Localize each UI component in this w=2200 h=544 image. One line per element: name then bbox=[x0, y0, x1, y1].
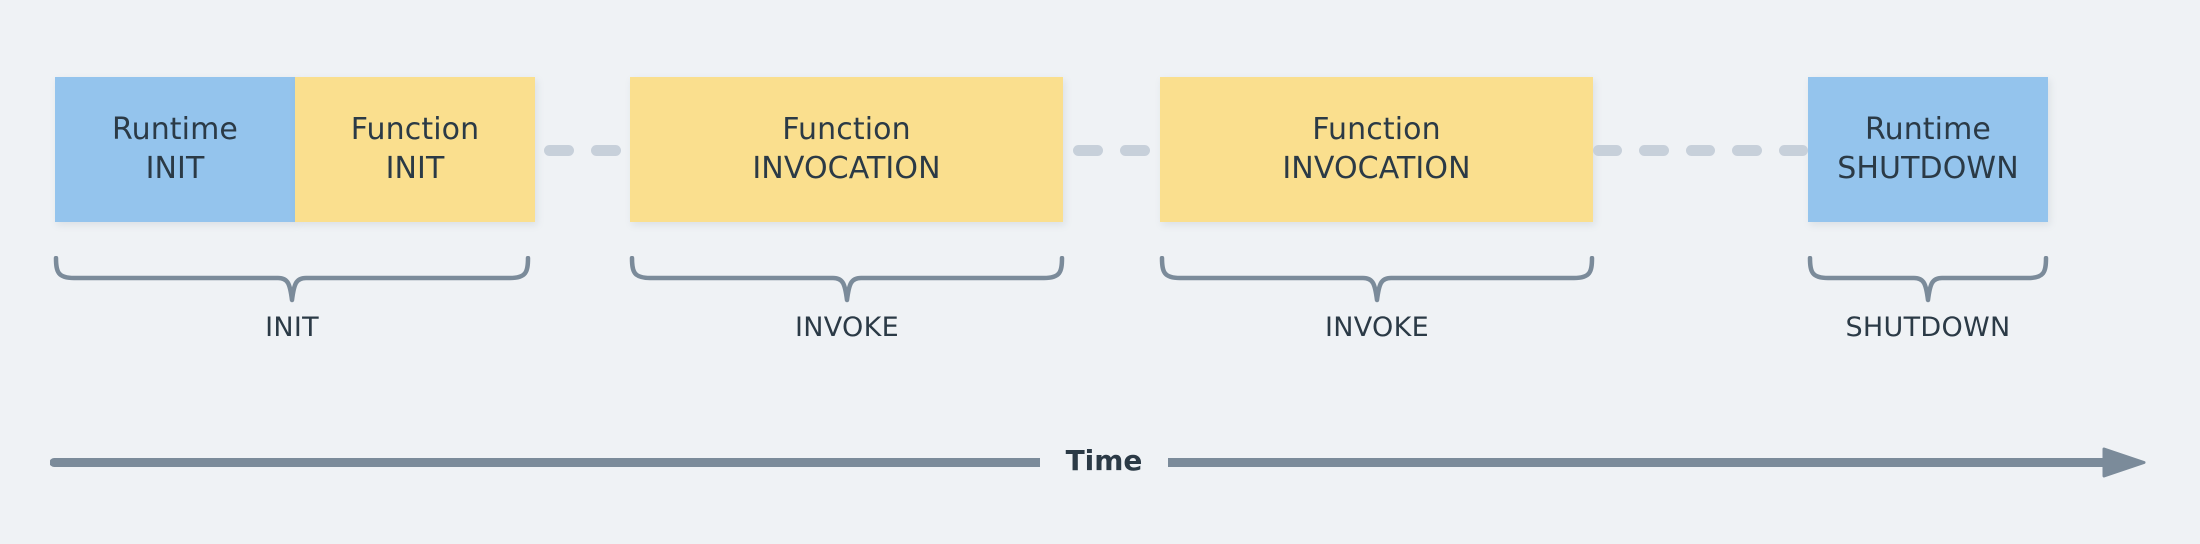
phase-box-runtime-init-line1: Runtime bbox=[111, 112, 238, 148]
phase-group-shutdown-label: SHUTDOWN bbox=[1845, 312, 2011, 343]
phase-box-function-invocation-1: Function INVOCATION bbox=[630, 77, 1063, 222]
phase-group-invoke-2-label: INVOKE bbox=[1325, 312, 1429, 343]
phase-box-runtime-shutdown-line1: Runtime bbox=[1864, 112, 1991, 148]
phase-group-shutdown: SHUTDOWN bbox=[1806, 256, 2050, 343]
phase-box-function-init-line1: Function bbox=[350, 112, 480, 148]
phase-box-function-init: Function INIT bbox=[295, 77, 535, 222]
phase-box-runtime-init: Runtime INIT bbox=[55, 77, 295, 222]
dashed-connector-1 bbox=[535, 144, 630, 156]
curly-brace-icon bbox=[1807, 256, 2049, 303]
phase-group-invoke-2: INVOKE bbox=[1158, 256, 1596, 343]
phase-box-function-init-line2: INIT bbox=[385, 150, 445, 186]
dash-segment-icon bbox=[544, 144, 574, 156]
phase-box-runtime-shutdown: Runtime SHUTDOWN bbox=[1808, 77, 2048, 222]
phase-box-runtime-init-line2: INIT bbox=[145, 150, 205, 186]
dashed-connector-3 bbox=[1592, 144, 1809, 156]
phase-box-function-invocation-1-line1: Function bbox=[782, 112, 911, 148]
dashed-connector-2 bbox=[1063, 144, 1160, 156]
curly-brace-icon bbox=[1159, 256, 1595, 303]
curly-brace-icon bbox=[53, 256, 531, 303]
phase-group-invoke-1: INVOKE bbox=[628, 256, 1066, 343]
phase-box-function-invocation-2-line2: INVOCATION bbox=[1282, 150, 1471, 186]
phase-box-runtime-shutdown-line2: SHUTDOWN bbox=[1837, 150, 2019, 186]
phase-group-init-label: INIT bbox=[265, 312, 319, 343]
dash-segment-icon bbox=[1073, 144, 1103, 156]
dash-segment-icon bbox=[1639, 144, 1669, 156]
phase-group-init: INIT bbox=[52, 256, 532, 343]
phase-box-function-invocation-2-line1: Function bbox=[1312, 112, 1441, 148]
dash-segment-icon bbox=[1732, 144, 1762, 156]
phase-box-function-invocation-2: Function INVOCATION bbox=[1160, 77, 1593, 222]
curly-brace-icon bbox=[629, 256, 1065, 303]
dash-segment-icon bbox=[591, 144, 621, 156]
dash-segment-icon bbox=[1778, 144, 1809, 156]
phase-box-function-invocation-1-line2: INVOCATION bbox=[752, 150, 941, 186]
dash-segment-icon bbox=[1685, 144, 1716, 156]
phase-group-invoke-1-label: INVOKE bbox=[795, 312, 899, 343]
time-axis-label: Time bbox=[1040, 444, 1168, 478]
dash-segment-icon bbox=[1120, 144, 1150, 156]
dash-segment-icon bbox=[1592, 144, 1623, 156]
